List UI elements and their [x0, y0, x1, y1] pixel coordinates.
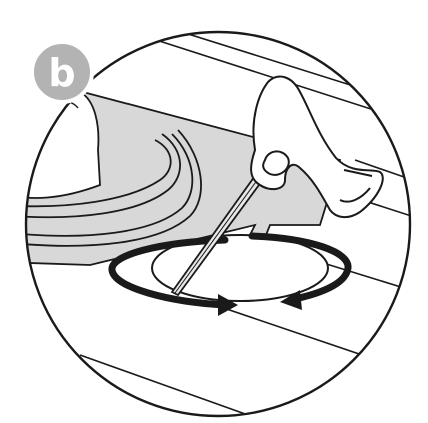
bowl-dome — [10, 88, 100, 198]
step-badge-label: b — [48, 51, 75, 95]
step-badge: b — [32, 42, 92, 102]
